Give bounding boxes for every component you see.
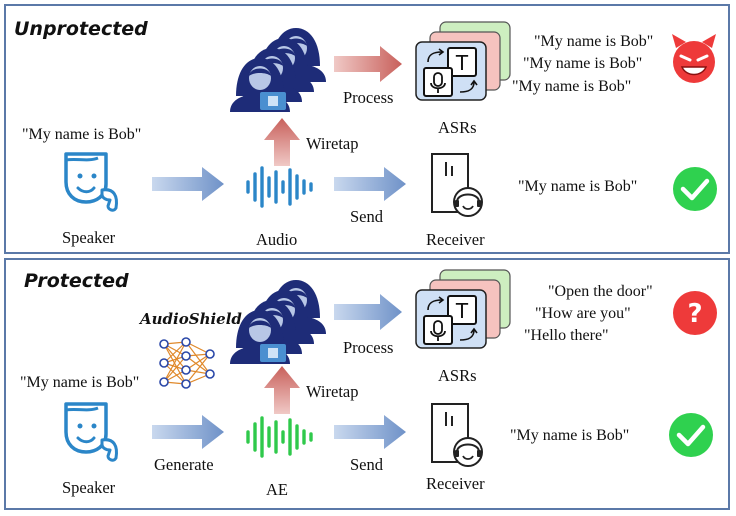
receiver-icon bbox=[431, 153, 483, 217]
receiver-output: "My name is Bob" bbox=[518, 178, 638, 195]
checkmark-icon bbox=[673, 167, 717, 211]
asr-icon-2 bbox=[415, 269, 511, 349]
hacker-icon bbox=[230, 28, 326, 112]
audio-label: Audio bbox=[256, 230, 298, 249]
question-mark-icon: ? bbox=[673, 291, 717, 335]
asr-output-p3: "Hello there" bbox=[524, 327, 609, 344]
send-label: Send bbox=[350, 207, 383, 226]
speaker-icon bbox=[64, 152, 119, 212]
process-label-2: Process bbox=[343, 338, 394, 357]
asrs-label: ASRs bbox=[438, 118, 477, 137]
audioshield-label: AudioShield bbox=[140, 310, 242, 328]
send-arrow bbox=[334, 167, 406, 201]
speaker-icon-2 bbox=[64, 402, 119, 462]
speak-arrow bbox=[152, 167, 224, 201]
speaker-label: Speaker bbox=[62, 228, 116, 247]
wiretap-label-2: Wiretap bbox=[306, 382, 359, 401]
asr-output-p1: "Open the door" bbox=[548, 283, 653, 300]
svg-text:?: ? bbox=[687, 299, 702, 329]
waveform-icon bbox=[246, 166, 313, 208]
process-arrow-2 bbox=[334, 294, 402, 330]
protected-panel bbox=[4, 258, 730, 510]
send-label-2: Send bbox=[350, 455, 383, 474]
wiretap-arrow bbox=[264, 118, 300, 166]
asr-output-p2: "How are you" bbox=[535, 305, 631, 322]
asrs-label-2: ASRs bbox=[438, 366, 477, 385]
asr-output-1: "My name is Bob" bbox=[534, 33, 654, 50]
asr-output-2: "My name is Bob" bbox=[523, 55, 643, 72]
wiretap-label: Wiretap bbox=[306, 134, 359, 153]
generate-label: Generate bbox=[154, 455, 214, 474]
hacker-icon-2 bbox=[230, 280, 326, 364]
checkmark-icon-2 bbox=[669, 413, 713, 457]
send-arrow-2 bbox=[334, 415, 406, 449]
ae-waveform-icon bbox=[246, 416, 313, 458]
receiver-label-2: Receiver bbox=[426, 474, 485, 493]
asr-output-3: "My name is Bob" bbox=[512, 78, 632, 95]
generate-arrow bbox=[152, 415, 224, 449]
process-label: Process bbox=[343, 88, 394, 107]
receiver-label: Receiver bbox=[426, 230, 485, 249]
receiver-icon-2 bbox=[431, 403, 483, 467]
protected-title: Protected bbox=[24, 270, 129, 292]
neural-network-icon bbox=[159, 337, 215, 389]
speaker-label-2: Speaker bbox=[62, 478, 116, 497]
process-arrow bbox=[334, 46, 402, 82]
unprotected-panel bbox=[4, 4, 730, 254]
wiretap-arrow-2 bbox=[264, 366, 300, 414]
unprotected-title: Unprotected bbox=[14, 18, 148, 40]
ae-label: AE bbox=[266, 480, 288, 499]
speaker-quote-2: "My name is Bob" bbox=[20, 374, 140, 391]
asr-icon bbox=[415, 21, 511, 101]
devil-emoji-icon bbox=[672, 34, 716, 83]
speaker-quote: "My name is Bob" bbox=[22, 126, 142, 143]
receiver-output-2: "My name is Bob" bbox=[510, 427, 630, 444]
